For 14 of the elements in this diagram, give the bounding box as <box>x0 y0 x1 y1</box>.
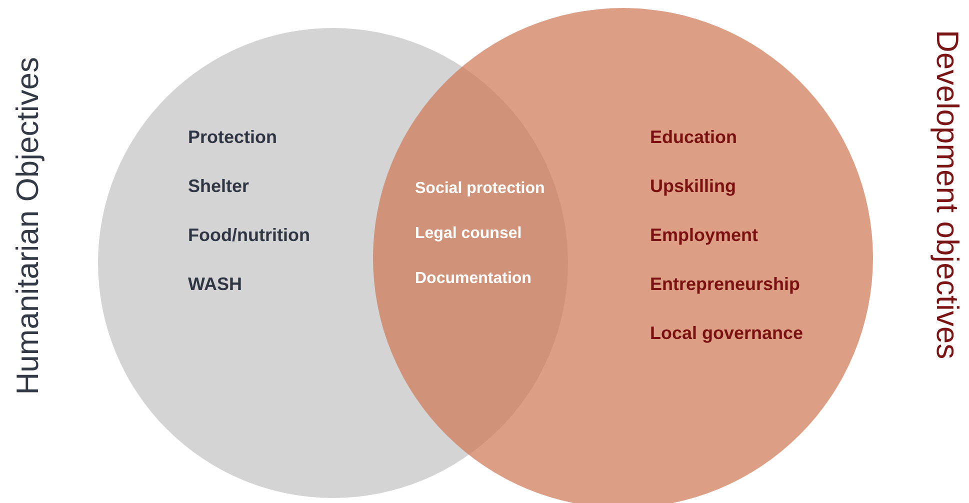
set-item: Food/nutrition <box>188 225 310 246</box>
overlap-item: Documentation <box>415 270 532 288</box>
set-item: Shelter <box>188 176 250 197</box>
set-title: Development objectives <box>929 30 965 360</box>
set-item: WASH <box>188 274 242 295</box>
overlap-item: Social protection <box>415 180 545 198</box>
set-item: Local governance <box>650 323 804 344</box>
set-title: Humanitarian Objectives <box>10 57 46 395</box>
set-item: Upskilling <box>650 176 736 197</box>
set-item: Education <box>650 127 738 148</box>
set-item: Employment <box>650 225 758 246</box>
set-item: Protection <box>188 127 278 148</box>
overlap-item: Legal counsel <box>415 225 522 243</box>
set-item: Entrepreneurship <box>650 274 800 295</box>
